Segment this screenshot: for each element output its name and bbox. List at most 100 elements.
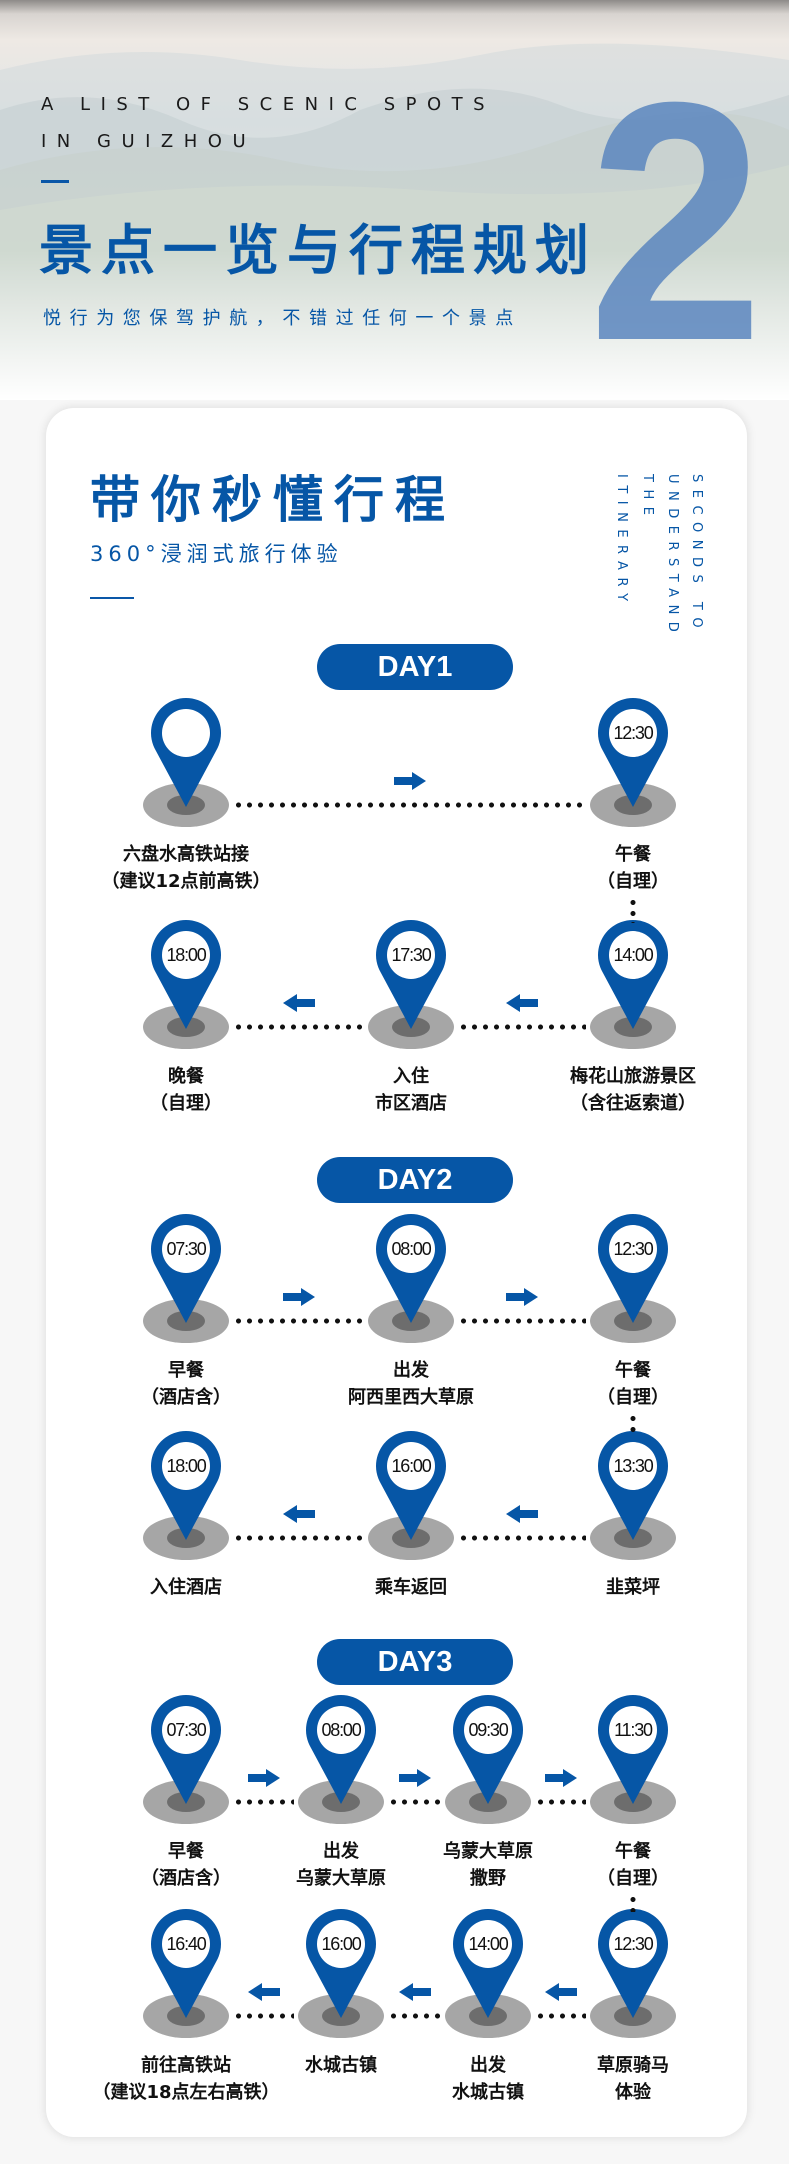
- location-pin: 17:30: [366, 917, 456, 1052]
- stop-time: 12:30: [613, 1239, 653, 1259]
- vertical-text-the: THE: [640, 474, 655, 523]
- stop-time: 14:00: [468, 1934, 508, 1954]
- vertical-dotted-connector: [630, 1894, 636, 1912]
- stop-time: 08:00: [321, 1720, 361, 1740]
- location-pin: 12:30: [588, 1906, 678, 2041]
- stop-time: 07:30: [166, 1239, 206, 1259]
- stop-label-line: 入住酒店: [150, 1577, 222, 1598]
- map-pin-icon: [590, 1430, 676, 1560]
- stop-label-line: 乌蒙大草原: [296, 1868, 386, 1889]
- stop-label: 前往高铁站 （建议18点左右高铁）: [66, 2052, 306, 2106]
- stop-label-line: 早餐: [168, 1841, 204, 1862]
- map-pin-icon: [590, 1908, 676, 2038]
- stop-label: 午餐 （自理）: [513, 1357, 753, 1411]
- map-pin-icon: [143, 919, 229, 1049]
- stop-label-line: 入住: [393, 1066, 429, 1087]
- card-divider-dash: [90, 597, 134, 599]
- stop-label-line: 早餐: [168, 1360, 204, 1381]
- divider-dash: [41, 180, 69, 183]
- card-title: 带你秒懂行程: [90, 471, 456, 529]
- dotted-connector: [458, 1024, 586, 1030]
- map-pin-icon: [590, 1694, 676, 1824]
- dotted-connector: [388, 2013, 441, 2019]
- location-pin: 12:30: [588, 695, 678, 830]
- stop-label-line: 午餐: [615, 844, 651, 865]
- stop-label-line: （酒店含）: [141, 1868, 231, 1889]
- card-subtitle: 360°浸润式旅行体验: [90, 542, 343, 566]
- stop-label-line: 草原骑马: [597, 2055, 669, 2076]
- stop-time: 07:30: [166, 1720, 206, 1740]
- dotted-connector: [233, 2013, 294, 2019]
- arrow-left-icon: [544, 1983, 577, 2001]
- day-badge: DAY2: [317, 1157, 513, 1203]
- stop-label-line: 韭菜坪: [606, 1577, 660, 1598]
- map-pin-icon: [143, 1908, 229, 2038]
- arrow-left-icon: [247, 1983, 280, 2001]
- location-pin: 18:00: [141, 1428, 231, 1563]
- map-pin-icon: [445, 1694, 531, 1824]
- stop-label-line: 出发: [470, 2055, 506, 2076]
- stop-label-line: 前往高铁站: [141, 2055, 231, 2076]
- english-heading-line2: IN GUIZHOU: [41, 131, 257, 152]
- location-pin: 07:30: [141, 1692, 231, 1827]
- location-pin: 11:30: [588, 1692, 678, 1827]
- stop-label-line: 水城古镇: [305, 2055, 377, 2076]
- stop-label: 乘车返回: [291, 1574, 531, 1601]
- stop-label: 早餐（酒店含）: [66, 1357, 306, 1411]
- dotted-connector: [233, 1318, 364, 1324]
- stop-label: 晚餐 （自理）: [66, 1063, 306, 1117]
- map-pin-icon: [590, 919, 676, 1049]
- stop-label: 午餐（自理）: [513, 841, 753, 895]
- map-pin-icon: [590, 1213, 676, 1343]
- day-badge: DAY1: [317, 644, 513, 690]
- map-pin-icon: [368, 1213, 454, 1343]
- page-subtitle: 悦行为您保驾护航，不错过任何一个景点: [43, 308, 522, 329]
- location-pin: 13:30: [588, 1428, 678, 1563]
- vertical-text-seconds-to: SECONDS TO: [689, 474, 704, 636]
- stop-time: 08:00: [391, 1239, 431, 1259]
- vertical-dotted-connector: [630, 1413, 636, 1434]
- stop-label: 出发阿西里西大草原: [291, 1357, 531, 1411]
- stop-time: 13:30: [613, 1456, 653, 1476]
- arrow-right-icon: [282, 1288, 315, 1306]
- map-pin-icon: [368, 919, 454, 1049]
- arrow-right-icon: [247, 1769, 280, 1787]
- stop-label-line: （自理）: [597, 1387, 669, 1408]
- stop-label: 草原骑马体验: [513, 2052, 753, 2106]
- stop-label-line: 午餐: [615, 1360, 651, 1381]
- map-pin-icon: [143, 1213, 229, 1343]
- arrow-left-icon: [506, 994, 538, 1012]
- stop-label-line: 撒野: [470, 1868, 506, 1889]
- stop-label-line: 晚餐: [168, 1066, 204, 1087]
- stop-label-line: 乘车返回: [375, 1577, 447, 1598]
- map-pin-icon: [143, 697, 229, 827]
- arrow-left-icon: [506, 1505, 538, 1523]
- stop-label-line: 出发: [323, 1841, 359, 1862]
- location-pin: 08:00: [296, 1692, 386, 1827]
- location-pin: 09:30: [443, 1692, 533, 1827]
- dotted-connector: [458, 1535, 586, 1541]
- stop-label-line: 梅花山旅游景区: [570, 1066, 696, 1087]
- stop-label: 六盘水高铁站接（建议12点前高铁）: [66, 841, 306, 895]
- location-pin: 07:30: [141, 1211, 231, 1346]
- stop-label-line: 午餐: [615, 1841, 651, 1862]
- stop-time: 17:30: [391, 945, 431, 965]
- dotted-connector: [535, 1799, 586, 1805]
- location-pin: 16:00: [296, 1906, 386, 2041]
- stop-label-line: 出发: [393, 1360, 429, 1381]
- stop-label: 水城古镇: [221, 2052, 461, 2079]
- mountain-landscape-image: [0, 43, 789, 400]
- map-pin-icon: [590, 697, 676, 827]
- map-pin-icon: [445, 1908, 531, 2038]
- stop-label-line: （建议18点左右高铁）: [92, 2082, 280, 2103]
- location-pin: [141, 695, 231, 830]
- map-pin-icon: [143, 1430, 229, 1560]
- day-badge: DAY3: [317, 1639, 513, 1685]
- map-pin-icon: [298, 1694, 384, 1824]
- stop-label: 梅花山旅游景区（含往返索道）: [513, 1063, 753, 1117]
- stop-label-line: （自理）: [150, 1093, 222, 1114]
- arrow-left-icon: [282, 994, 315, 1012]
- stop-label: 出发水城古镇: [368, 2052, 608, 2106]
- arrow-right-icon: [393, 772, 426, 790]
- stop-label-line: 水城古镇: [452, 2082, 524, 2103]
